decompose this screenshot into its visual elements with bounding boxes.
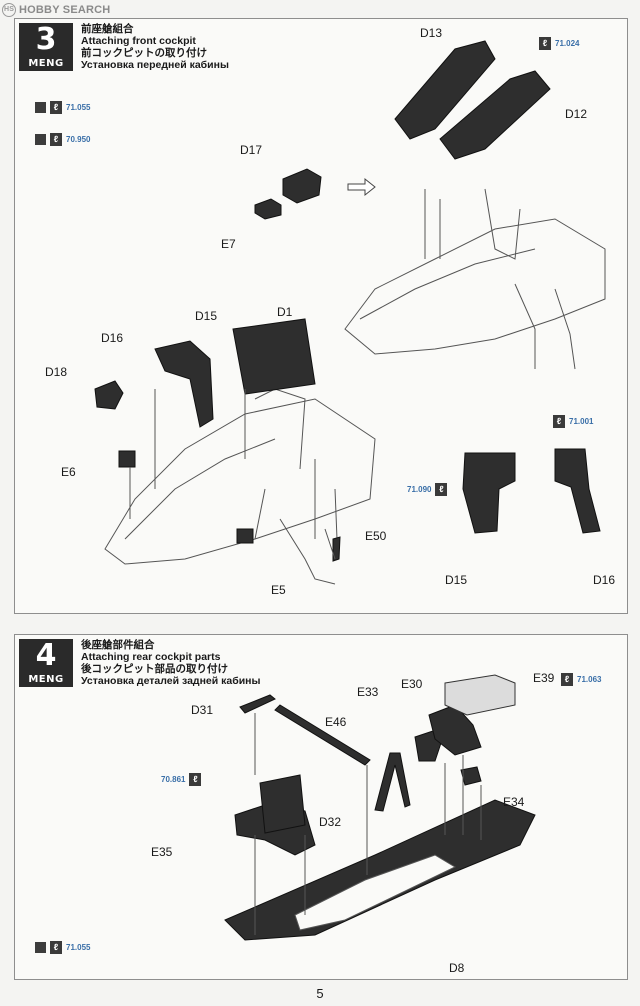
part-label: E34 xyxy=(503,795,525,809)
part-label: E7 xyxy=(221,237,236,251)
part-label: E5 xyxy=(271,583,286,597)
part-label: D15 xyxy=(445,573,468,587)
brush-icon: ℓ xyxy=(553,415,565,428)
brush-icon: ℓ xyxy=(50,133,62,146)
step-badge: 4 MENG xyxy=(19,639,73,687)
part-label: E33 xyxy=(357,685,379,699)
paint-ref: ℓ 71.055 xyxy=(35,941,90,954)
paint-ref: 70.861 ℓ xyxy=(161,773,202,786)
step-badge: 3 MENG xyxy=(19,23,73,71)
step-title-ru: Установка передней кабины xyxy=(81,59,229,71)
step-title-ru: Установка деталей задней кабины xyxy=(81,675,261,687)
part-label: D32 xyxy=(319,815,342,829)
paint-ref: ℓ 71.063 xyxy=(561,673,601,686)
paint-ref: 71.090 ℓ xyxy=(407,483,448,496)
part-label: D12 xyxy=(565,107,588,121)
step-number: 4 xyxy=(19,639,73,673)
step-title: 後座艙部件組合 Attaching rear cockpit parts 後コッ… xyxy=(81,639,261,687)
rear-cockpit-diagram xyxy=(224,674,536,941)
brush-icon: ℓ xyxy=(539,37,551,50)
step-title: 前座艙組合 Attaching front cockpit 前コックピットの取り… xyxy=(81,23,229,71)
step-title-en: Attaching rear cockpit parts xyxy=(81,651,221,663)
brush-icon: ℓ xyxy=(50,941,62,954)
step-title-zh: 前座艙組合 xyxy=(81,23,134,35)
part-label: D13 xyxy=(420,26,443,40)
step-title-zh: 後座艙部件組合 xyxy=(81,639,155,651)
paint-swatch-icon xyxy=(35,942,46,953)
brush-icon: ℓ xyxy=(435,483,448,496)
brush-icon: ℓ xyxy=(50,101,62,114)
part-label: E6 xyxy=(61,465,76,479)
part-label: E30 xyxy=(401,677,423,691)
part-label: D31 xyxy=(191,703,214,717)
part-label: D18 xyxy=(45,365,68,379)
watermark: HS HOBBY SEARCH xyxy=(2,2,110,18)
step-title-ja: 前コックピットの取り付け xyxy=(81,47,207,59)
front-cockpit-diagram xyxy=(94,40,606,585)
paint-ref: ℓ 71.024 xyxy=(539,37,579,50)
part-label: D15 xyxy=(195,309,218,323)
assembly-arrow-icon xyxy=(347,177,376,197)
part-label: E50 xyxy=(365,529,387,543)
part-label: D16 xyxy=(593,573,616,587)
part-label: E39 xyxy=(533,671,555,685)
part-label: D1 xyxy=(277,305,293,319)
step-4-panel: 4 MENG 後座艙部件組合 Attaching rear cockpit pa… xyxy=(14,634,628,980)
part-label: D8 xyxy=(449,961,465,975)
step-3-panel: 3 MENG 前座艙組合 Attaching front cockpit 前コッ… xyxy=(14,18,628,614)
step-title-en: Attaching front cockpit xyxy=(81,35,196,47)
paint-ref: ℓ 70.950 xyxy=(35,133,90,146)
part-label: E46 xyxy=(325,715,347,729)
watermark-text: HOBBY SEARCH xyxy=(19,4,111,16)
step-number: 3 xyxy=(19,23,73,57)
brand-logo: MENG xyxy=(19,57,73,71)
brush-icon: ℓ xyxy=(561,673,573,686)
paint-ref: ℓ 71.001 xyxy=(553,415,593,428)
hobby-search-logo-icon: HS xyxy=(2,3,16,17)
part-label: D17 xyxy=(240,143,263,157)
brush-icon: ℓ xyxy=(189,773,202,786)
step-title-ja: 後コックピット部品の取り付け xyxy=(81,663,228,675)
page-number: 5 xyxy=(316,986,324,1001)
brand-logo: MENG xyxy=(19,673,73,687)
part-label: D16 xyxy=(101,331,124,345)
paint-ref: ℓ 71.055 xyxy=(35,101,90,114)
paint-swatch-icon xyxy=(35,134,46,145)
paint-swatch-icon xyxy=(35,102,46,113)
part-label: E35 xyxy=(151,845,173,859)
